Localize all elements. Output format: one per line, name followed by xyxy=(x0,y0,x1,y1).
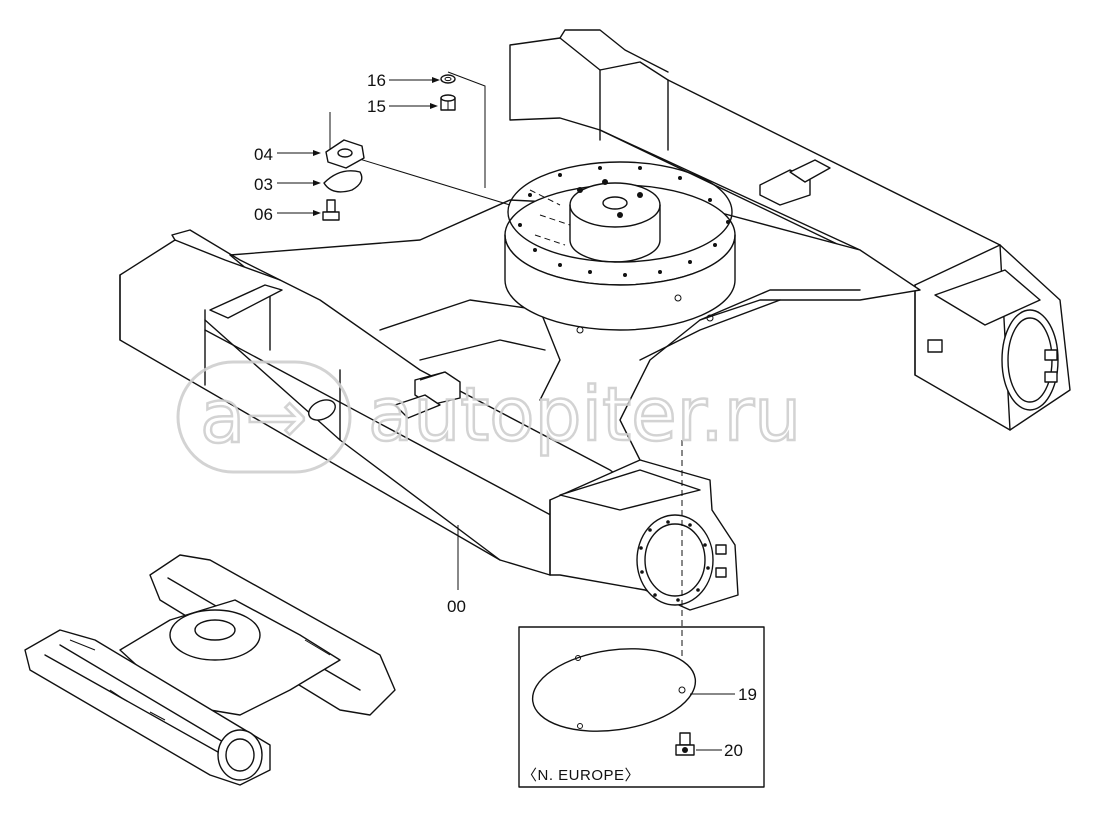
front-housing-bolts xyxy=(639,520,710,602)
washer-16-icon xyxy=(440,74,456,84)
callout-label-15: 15 xyxy=(367,97,386,116)
undercarriage-overview-icon xyxy=(24,554,396,786)
swing-circle-bolts xyxy=(518,166,730,277)
inset-panel: 19 20 〈N. EUROPE〉 xyxy=(518,626,765,788)
plate-04-icon xyxy=(325,139,365,169)
callout-label-16: 16 xyxy=(367,71,386,90)
track-frame-drawing xyxy=(119,29,1071,611)
callout-label-19: 19 xyxy=(738,685,757,704)
callout-label-20: 20 xyxy=(724,741,743,760)
plate-03-icon xyxy=(323,170,363,193)
callout-06: 06 xyxy=(254,205,321,224)
watermark: a→ autopiter.ru xyxy=(176,360,802,474)
bolt-15-icon xyxy=(440,94,456,111)
inset-caption: 〈N. EUROPE〉 xyxy=(522,767,640,784)
callout-16: 16 xyxy=(367,71,440,90)
bolt-20-icon xyxy=(675,732,695,756)
watermark-text: autopiter.ru xyxy=(368,372,801,458)
callout-label-04: 04 xyxy=(254,145,273,164)
bolt-06-icon xyxy=(322,199,340,221)
callout-label-06: 06 xyxy=(254,205,273,224)
callout-label-03: 03 xyxy=(254,175,273,194)
callout-04: 04 xyxy=(254,145,321,164)
callout-00: 00 xyxy=(447,597,466,616)
callout-03: 03 xyxy=(254,175,321,194)
watermark-logo: a→ xyxy=(200,374,307,460)
callout-label-00: 00 xyxy=(447,597,466,616)
callout-15: 15 xyxy=(367,97,438,116)
